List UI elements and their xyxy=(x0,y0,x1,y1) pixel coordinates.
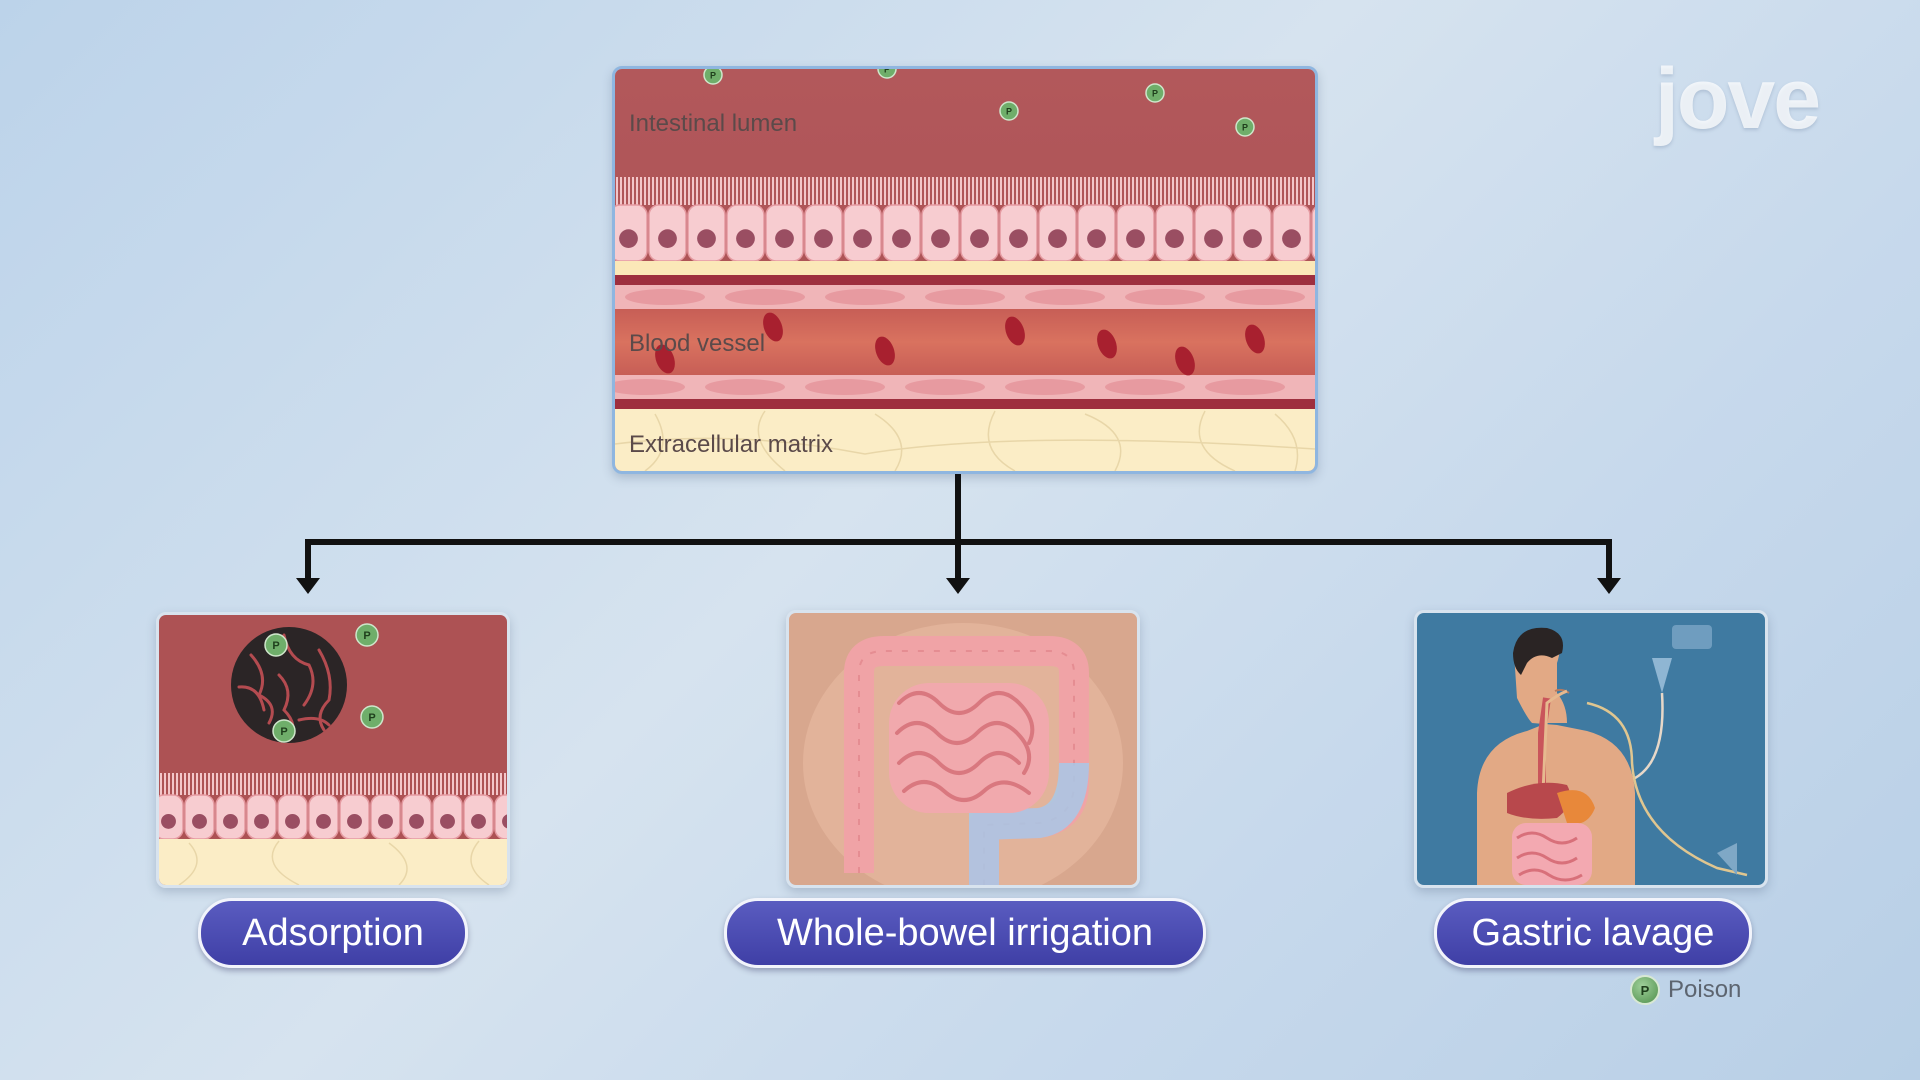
poison-particle: P xyxy=(360,705,384,729)
svg-text:P: P xyxy=(272,640,279,652)
poison-legend-label: Poison xyxy=(1668,976,1742,1003)
cell-nucleus xyxy=(1243,229,1262,248)
svg-text:P: P xyxy=(1006,106,1012,116)
svg-text:P: P xyxy=(710,70,716,80)
endothelial-cell xyxy=(615,379,685,395)
poison-particle: P xyxy=(877,69,897,79)
endothelial-cell xyxy=(1005,379,1085,395)
red-blood-cell xyxy=(1245,324,1265,354)
cell-nucleus xyxy=(931,229,950,248)
endothelial-cell xyxy=(725,289,805,305)
epithelial-cell xyxy=(494,794,507,840)
cell-nucleus xyxy=(970,229,989,248)
charcoal-illustration: P P P P xyxy=(159,615,507,885)
poison-particle: P xyxy=(272,719,296,743)
endothelial-cell xyxy=(705,379,785,395)
poison-particle: P xyxy=(355,623,379,647)
cell-nucleus xyxy=(285,813,300,829)
red-blood-cell xyxy=(763,312,783,342)
cell-nucleus xyxy=(161,813,176,829)
poison-legend: P Poison xyxy=(1630,975,1741,1005)
endothelial-cell xyxy=(905,379,985,395)
extracellular-matrix xyxy=(615,409,1315,471)
cell-nucleus xyxy=(892,229,911,248)
cell-nucleus xyxy=(853,229,872,248)
cell-nucleus xyxy=(502,814,507,829)
cell-nucleus xyxy=(440,813,455,829)
whole-bowel-irrigation-label: Whole-bowel irrigation xyxy=(724,898,1206,968)
arrow-head-adsorption xyxy=(296,578,320,594)
cell-nucleus xyxy=(775,229,794,248)
arrow-head-irrigation xyxy=(946,578,970,594)
red-blood-cell xyxy=(655,344,675,374)
red-blood-cell xyxy=(1175,346,1195,376)
intestine-cross-section-panel: P P P P P Intestinal lumen Blood vessel Extr… xyxy=(612,66,1318,474)
cell-nucleus xyxy=(658,229,677,248)
poison-particle: P xyxy=(1235,117,1255,137)
cell-nucleus xyxy=(1204,229,1223,248)
gastric-lavage-label: Gastric lavage xyxy=(1434,898,1752,968)
adsorption-label: Adsorption xyxy=(198,898,468,968)
cell-nucleus xyxy=(316,813,331,829)
whole-bowel-irrigation-panel xyxy=(786,610,1140,888)
endothelial-cell xyxy=(925,289,1005,305)
endothelial-cell xyxy=(825,289,905,305)
gastric-lavage-illustration xyxy=(1417,613,1765,885)
cell-nucleus xyxy=(347,813,362,829)
cell-nucleus xyxy=(192,813,207,829)
gastric-lavage-panel xyxy=(1414,610,1768,888)
cell-nucleus xyxy=(1165,229,1184,248)
arrow-head-lavage xyxy=(1597,578,1621,594)
svg-text:P: P xyxy=(363,630,370,642)
cell-nucleus xyxy=(736,229,755,248)
cell-nucleus xyxy=(1009,229,1028,248)
cell-nucleus xyxy=(223,813,238,829)
cell-nucleus xyxy=(814,229,833,248)
svg-text:P: P xyxy=(1242,122,1248,132)
svg-text:P: P xyxy=(280,726,287,738)
adsorption-panel: P P P P xyxy=(156,612,510,888)
endothelial-cell xyxy=(1025,289,1105,305)
red-blood-cell xyxy=(875,336,895,366)
epithelial-cell xyxy=(1311,206,1315,260)
poison-icon: P xyxy=(1630,975,1660,1005)
jove-logo: jove xyxy=(1655,51,1821,147)
endothelial-cell xyxy=(625,289,705,305)
intestine-illustration: P P P P P Intestinal lumen Blood vessel Extr… xyxy=(615,69,1315,471)
cell-nucleus xyxy=(1126,229,1145,248)
endothelial-cell xyxy=(1205,379,1285,395)
blood-vessel xyxy=(615,309,1315,375)
poison-particle: P xyxy=(1145,83,1165,103)
svg-text:P: P xyxy=(884,69,890,74)
cell-nucleus xyxy=(1087,229,1106,248)
red-blood-cell xyxy=(1005,316,1025,346)
label-blood-vessel: Blood vessel xyxy=(629,330,765,357)
label-extracellular-matrix: Extracellular matrix xyxy=(629,431,833,458)
endothelial-cell xyxy=(1125,289,1205,305)
cell-nucleus xyxy=(378,813,393,829)
cell-nucleus xyxy=(697,229,716,248)
cell-nucleus xyxy=(471,813,486,829)
label-intestinal-lumen: Intestinal lumen xyxy=(629,110,797,137)
cell-nucleus xyxy=(619,229,638,248)
poison-particle: P xyxy=(999,101,1019,121)
endothelial-cell xyxy=(1225,289,1305,305)
cell-nucleus xyxy=(1282,229,1301,248)
poison-particle: P xyxy=(264,633,288,657)
endothelial-cell xyxy=(1105,379,1185,395)
cell-nucleus xyxy=(409,813,424,829)
svg-text:P: P xyxy=(368,712,375,724)
red-blood-cell xyxy=(1097,329,1117,359)
cell-nucleus xyxy=(1048,229,1067,248)
svg-text:P: P xyxy=(1152,88,1158,98)
endothelial-cell xyxy=(805,379,885,395)
poison-particle: P xyxy=(703,69,723,85)
activated-charcoal-particle xyxy=(231,627,347,743)
cell-nucleus xyxy=(254,813,269,829)
intestines-illustration xyxy=(789,613,1137,885)
